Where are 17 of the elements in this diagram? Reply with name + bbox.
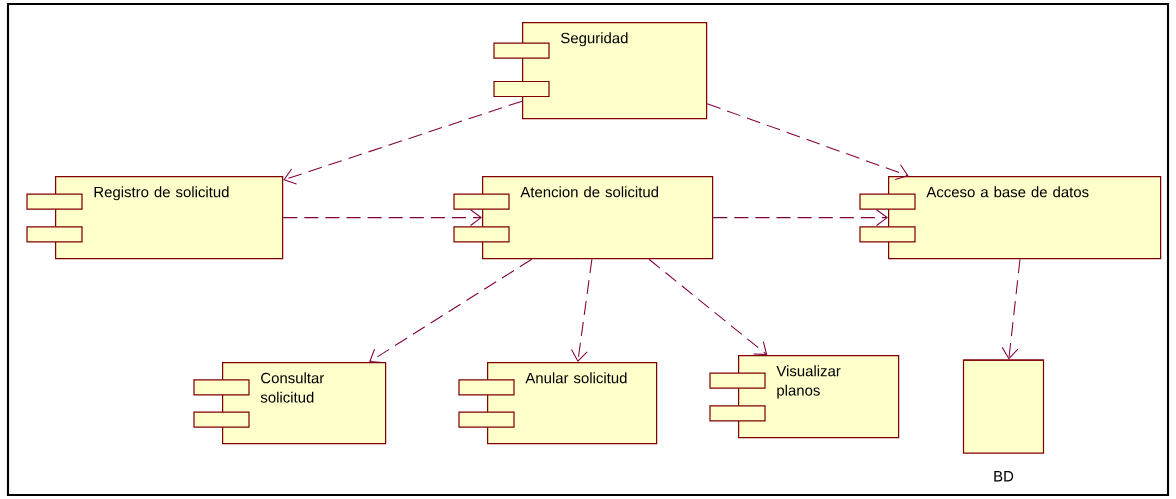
dependency-arrow <box>570 258 593 362</box>
dependency-arrow <box>283 100 523 185</box>
component-box: Registro de solicitud <box>26 176 284 260</box>
component-box: Seguridad <box>493 22 708 120</box>
component-box: Atencion de solicitud <box>453 176 714 260</box>
dependency-arrow <box>712 209 888 227</box>
component-box: Consultar solicitud <box>193 362 387 445</box>
component-box: Visualizar planos <box>709 355 900 439</box>
node-caption: BD <box>994 471 1014 482</box>
dependency-arrow <box>706 103 909 181</box>
dependency-arrow <box>369 258 533 364</box>
dependency-arrow <box>648 258 768 355</box>
dependency-arrow <box>1001 258 1021 360</box>
component-box: Anular solicitud <box>458 362 658 445</box>
database-cylinder <box>962 359 1045 454</box>
dependency-arrow <box>282 209 482 227</box>
component-box: Acceso a base de datos <box>859 176 1162 260</box>
